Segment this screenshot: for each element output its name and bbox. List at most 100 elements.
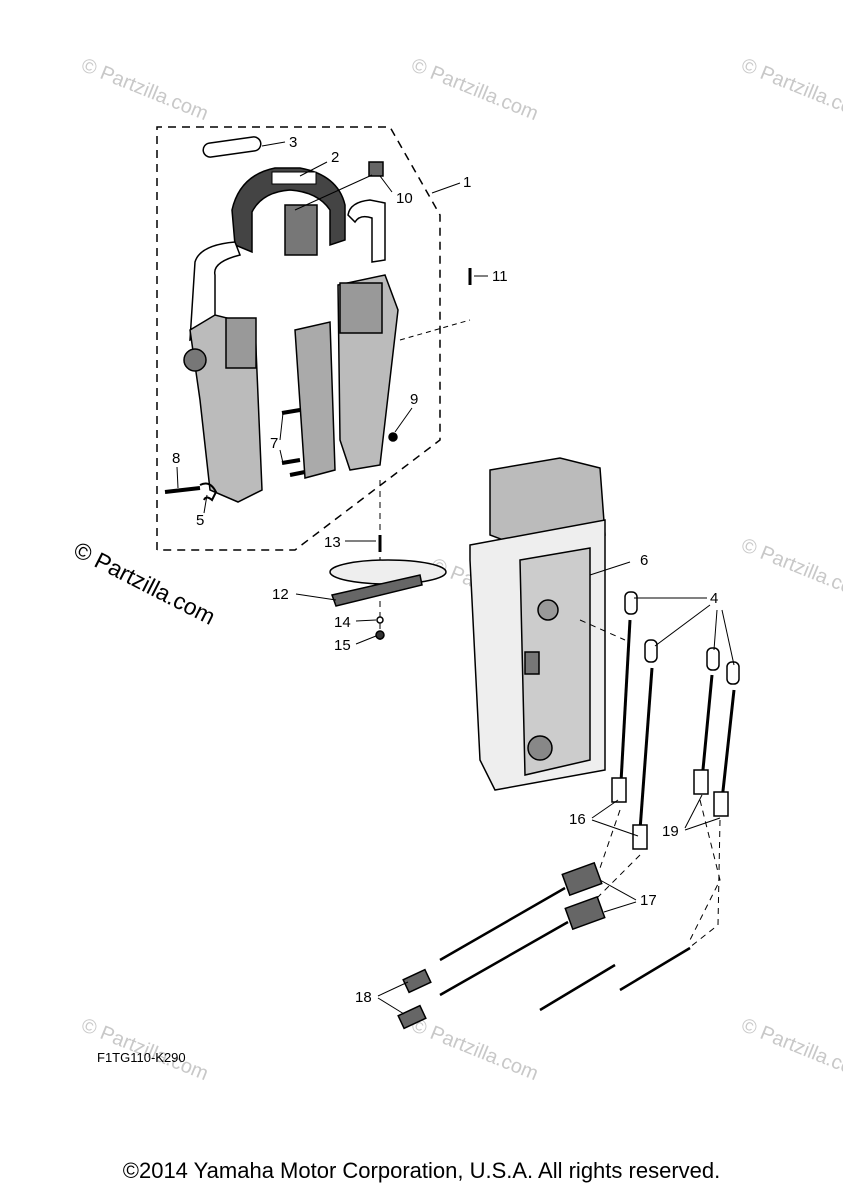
part-19-end-a — [693, 769, 709, 795]
leader-line-5 — [203, 494, 208, 514]
leader-4 — [579, 619, 626, 641]
callout-18: 18 — [355, 989, 372, 1006]
watermark: © Partzilla.com — [78, 54, 211, 125]
leader-line-4b — [654, 604, 711, 647]
watermarks: © Partzilla.com © Partzilla.com © Partzi… — [70, 54, 843, 1085]
callout-6: 6 — [640, 552, 648, 569]
callout-7: 7 — [270, 435, 278, 452]
part-9-nut — [388, 432, 398, 442]
control-housing — [469, 457, 606, 791]
part-8-bolt — [164, 486, 201, 494]
leader-line-3 — [261, 141, 286, 147]
diagram-code: F1TG110-K290 — [97, 1050, 186, 1065]
leader-line-17b — [603, 901, 637, 913]
part-3-strap — [202, 136, 262, 158]
leader-line-14 — [355, 619, 377, 622]
part-12-plate — [329, 559, 447, 585]
leader-line-1 — [431, 182, 461, 194]
leader-line-9 — [394, 407, 413, 433]
callout-5: 5 — [196, 512, 204, 529]
part-19-end-b — [713, 791, 729, 817]
part-2-window — [271, 171, 317, 185]
part-19-cable-b — [720, 689, 736, 801]
part-19-cable-a — [700, 674, 714, 781]
part-17-grommet-a — [561, 861, 603, 897]
part-7-bolt-a — [281, 408, 301, 415]
callout-3: 3 — [289, 134, 297, 151]
leader-line-10b — [379, 175, 393, 193]
leader-line-18a — [377, 981, 409, 997]
part-7-bolt-c — [289, 470, 306, 477]
left-control-block — [225, 317, 257, 369]
rod-end-b — [644, 639, 658, 663]
callout-2: 2 — [331, 149, 339, 166]
leader-line-19b — [684, 817, 721, 831]
callout-17: 17 — [640, 892, 657, 909]
cable-long-b — [439, 920, 569, 997]
callouts: 1 2 3 4 5 6 7 8 9 10 11 12 13 14 15 16 1… — [172, 134, 718, 1006]
cover-connector — [284, 204, 318, 256]
part-18-end-b — [397, 1004, 427, 1030]
cable-routing — [589, 799, 721, 956]
leader-line-18b — [377, 997, 405, 1015]
callout-1: 1 — [463, 174, 471, 191]
rod-end-c — [706, 647, 720, 671]
left-control-hub — [183, 348, 207, 372]
rod-end-a — [624, 591, 638, 615]
callout-14: 14 — [334, 614, 351, 631]
callout-leaders — [176, 141, 735, 1015]
leader-line-2 — [299, 161, 328, 177]
callout-19: 19 — [662, 823, 679, 840]
cables — [397, 591, 740, 1030]
assembly-boundary — [156, 126, 441, 551]
leader-line-8 — [176, 466, 179, 489]
leader-line-10 — [294, 174, 373, 211]
part-10-button — [368, 161, 384, 177]
part-12-bracket — [331, 574, 423, 607]
callout-4: 4 — [710, 590, 718, 607]
leader-line-17a — [599, 879, 637, 901]
housing-knob — [537, 599, 559, 621]
leader-line-7b — [279, 449, 284, 464]
watermark: © Partzilla.com — [408, 54, 541, 125]
leader-line-19a — [684, 794, 703, 829]
leader-line-16b — [591, 819, 639, 837]
part-7-bolt-b — [281, 458, 301, 465]
leader-line-6 — [589, 561, 631, 576]
watermark: © Partzilla.com — [738, 54, 843, 125]
part-15-nut — [375, 630, 385, 640]
callout-15: 15 — [334, 637, 351, 654]
leader-line-16a — [591, 799, 619, 819]
right-control-block — [339, 282, 383, 334]
leader-line-12 — [295, 593, 337, 601]
callout-9: 9 — [410, 391, 418, 408]
left-control-lever — [189, 241, 242, 342]
callout-16: 16 — [569, 811, 586, 828]
leader-line-7 — [279, 412, 284, 441]
callout-10: 10 — [396, 190, 413, 207]
leader-line-4c — [713, 609, 718, 651]
part-5-clip — [199, 482, 218, 502]
leader-11 — [399, 319, 471, 341]
cable-long-d — [539, 963, 616, 1012]
part-16-cable-b — [638, 667, 654, 831]
part-16-end-a — [611, 777, 627, 803]
copyright-footer: ©2014 Yamaha Motor Corporation, U.S.A. A… — [122, 1158, 721, 1183]
watermark: © Partzilla.com — [738, 1014, 843, 1085]
rod-end-d — [726, 661, 740, 685]
housing-pin — [524, 651, 540, 675]
part-16-end-b — [632, 824, 648, 850]
callout-8: 8 — [172, 450, 180, 467]
upper-assembly — [156, 126, 472, 640]
housing-switch — [527, 735, 553, 761]
part-18-end-a — [402, 968, 432, 994]
leader-line-4d — [721, 609, 735, 666]
part-17-grommet-b — [564, 895, 606, 931]
part-16-cable-a — [618, 619, 632, 801]
center-plate — [294, 321, 336, 479]
callout-11: 11 — [492, 268, 508, 285]
cable-long-c — [619, 946, 691, 992]
cable-long-a — [439, 886, 566, 962]
part-4-rod-end — [624, 591, 740, 685]
